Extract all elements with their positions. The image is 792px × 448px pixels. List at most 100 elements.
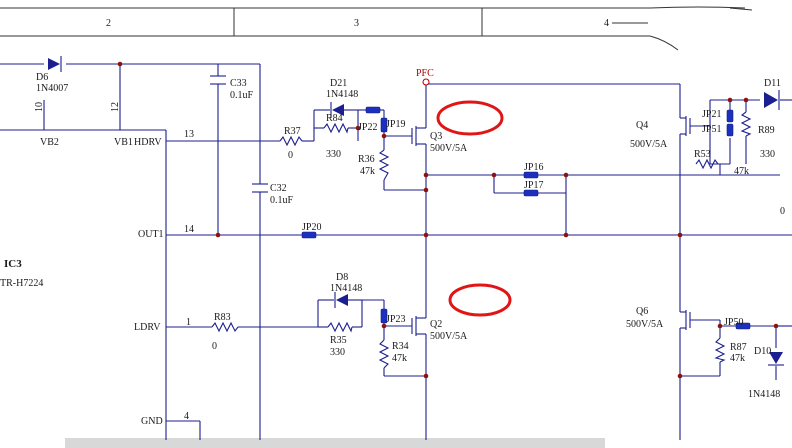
resistor-r36: R36 47k [358,149,390,181]
jp22-label: JP22 [358,122,377,133]
pin-num-vb1: 12 [110,102,121,112]
resistor-r34: R34 47k [378,339,409,369]
r37-ref: R37 [284,126,301,137]
mosfet-q2: Q2 500V/5A [411,316,468,342]
d11-ref: D11 [764,78,781,89]
pin-num-hdrv: 13 [184,129,194,140]
q3-ref: Q3 [430,131,442,142]
q4-value: 500V/5A [630,139,668,150]
scroll-strip [65,438,605,448]
resistor-r84: R84 330 [323,113,349,160]
d21-value: 1N4148 [326,89,358,100]
d6-value: 1N4007 [36,83,68,94]
pin-gnd: GND [141,416,163,427]
pin-out1: OUT1 [138,229,164,240]
frame-col-4: 4 [604,18,609,29]
r87-value: 47k [730,353,745,364]
pin-vb2: VB2 [40,137,59,148]
frame-col-3: 3 [354,18,359,29]
pin-num-gnd: 4 [184,411,189,422]
r84-value: 330 [326,149,341,160]
d8-value: 1N4148 [330,283,362,294]
pin-ldrv: LDRV [134,322,161,333]
mosfet-q3: Q3 500V/5A [411,126,468,154]
d10-value: 1N4148 [748,389,780,400]
ic3-part: TR-H7224 [0,278,43,289]
pin-num-out1: 14 [184,224,194,235]
d10-ref: D10 [754,346,771,357]
jp51-label: JP51 [702,124,721,135]
c33-ref: C33 [230,78,247,89]
r34-ref: R34 [392,341,409,352]
ic3-designator: IC3 [4,258,22,270]
resistor-r83: R83 0 [211,312,239,352]
jp20-label: JP20 [302,222,321,233]
q2-ref: Q2 [430,319,442,330]
drawing-frame: 2 3 4 [0,6,753,448]
r83-value: 0 [212,341,217,352]
jumper-jp22 [365,106,381,114]
c32-ref: C32 [270,183,287,194]
jp23-label: JP23 [386,314,405,325]
r35-value: 330 [330,347,345,358]
jp21-label: JP21 [702,109,721,120]
jumper-jp50 [735,322,751,330]
pin-num-vb2: 10 [34,102,45,112]
r87-ref: R87 [730,342,747,353]
q6-value: 500V/5A [626,319,664,330]
r89-value: 330 [760,149,775,160]
jumper-jp20 [301,231,317,239]
diode-d11: D11 [764,78,781,110]
d6-ref: D6 [36,72,48,83]
c32-value: 0.1uF [270,195,294,206]
q2-value: 500V/5A [430,331,468,342]
diode-d6: D6 1N4007 [36,56,68,94]
r53-value: 47k [734,166,749,177]
diode-d10: D10 1N4148 [748,346,784,400]
frame-col-2: 2 [106,18,111,29]
jumper-jp21 [726,109,734,123]
jp19-label: JP19 [386,119,405,130]
resistor-r89: R89 330 [740,111,775,160]
capacitor-c32: C32 0.1uF [252,183,294,206]
net-pfc: PFC [416,68,434,79]
q4-ref: Q4 [636,120,648,131]
r34-value: 47k [392,353,407,364]
edge-label: 0 [780,206,785,217]
jp17-label: JP17 [524,180,543,191]
resistor-r37: R37 0 [279,126,303,161]
jumper-jp23 [380,308,388,324]
r37-value: 0 [288,150,293,161]
resistor-r35: R35 330 [327,321,353,358]
ic3-body: 10 12 VB2 VB1 HDRV OUT1 LDRV GND 13 14 1… [0,64,194,440]
d8-ref: D8 [336,272,348,283]
diode-d21: D21 1N4148 [326,78,358,118]
red-annotation-top [436,100,504,136]
r89-ref: R89 [758,125,775,136]
r36-value: 47k [360,166,375,177]
jumper-jp51 [726,123,734,137]
jp50-label: JP50 [724,317,743,328]
r53-ref: R53 [694,149,711,160]
jumper-jp16 [523,171,539,179]
q3-value: 500V/5A [430,143,468,154]
jumper-jp19 [380,117,388,133]
r35-ref: R35 [330,335,347,346]
r36-ref: R36 [358,154,375,165]
c33-value: 0.1uF [230,90,254,101]
q6-ref: Q6 [636,306,648,317]
diode-d8: D8 1N4148 [330,272,362,308]
mosfet-q4: Q4 500V/5A [630,116,691,150]
red-annotation-bottom [448,283,512,317]
pin-num-ldrv: 1 [186,317,191,328]
r84-ref: R84 [326,113,343,124]
pin-hdrv: HDRV [134,137,162,148]
resistor-r87: R87 47k [714,337,747,364]
mosfet-q6: Q6 500V/5A [626,306,691,330]
r83-ref: R83 [214,312,231,323]
resistor-r53: R53 47k [694,149,749,177]
capacitor-c33: C33 0.1uF [210,75,254,101]
jp16-label: JP16 [524,162,543,173]
jumper-jp17 [523,189,539,197]
